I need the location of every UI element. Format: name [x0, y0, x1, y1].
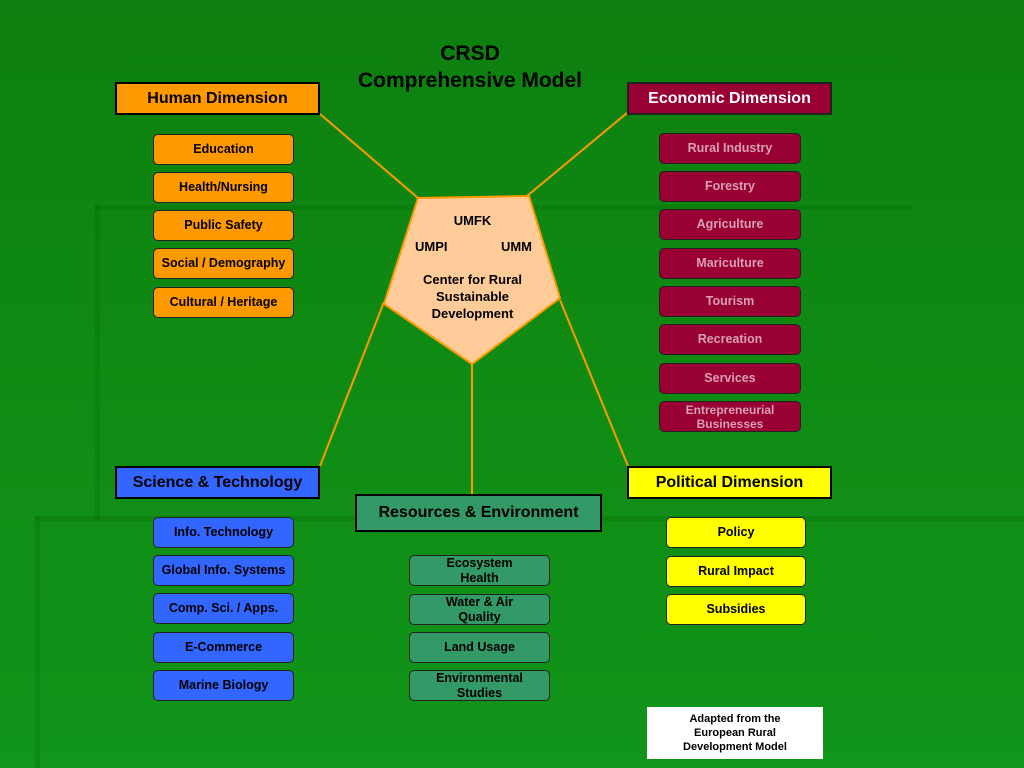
resources-item-water-air-quality: Water & Air Quality [409, 594, 550, 625]
economic-item-agriculture: Agriculture [659, 209, 801, 240]
resources-environment-header: Resources & Environment [355, 494, 602, 532]
science-technology-header: Science & Technology [115, 466, 320, 499]
center-umpi: UMPI [415, 239, 448, 254]
human-item-social-demography: Social / Demography [153, 248, 294, 279]
economic-dimension-header: Economic Dimension [627, 82, 832, 115]
human-dimension-header: Human Dimension [115, 82, 320, 115]
political-item-rural-impact: Rural Impact [666, 556, 806, 587]
science-item-e-commerce: E-Commerce [153, 632, 294, 663]
center-line-1: Center for Rural [423, 272, 522, 287]
political-dimension-header: Political Dimension [627, 466, 832, 499]
science-item-comp-sci-apps: Comp. Sci. / Apps. [153, 593, 294, 624]
center-pentagon [382, 194, 562, 366]
resources-item-land-usage: Land Usage [409, 632, 550, 663]
human-item-education: Education [153, 134, 294, 165]
source-note-text: Adapted from the European Rural Developm… [683, 713, 787, 753]
diagram-title: CRSD Comprehensive Model [330, 40, 610, 94]
science-item-global-info-systems: Global Info. Systems [153, 555, 294, 586]
economic-item-recreation: Recreation [659, 324, 801, 355]
human-item-public-safety: Public Safety [153, 210, 294, 241]
economic-item-entrepreneurial-businesses: Entrepreneurial Businesses [659, 401, 801, 432]
science-item-marine-biology: Marine Biology [153, 670, 294, 701]
connector-science [319, 301, 385, 467]
resources-item-ecosystem-health: Ecosystem Health [409, 555, 550, 586]
human-item-cultural-heritage: Cultural / Heritage [153, 287, 294, 318]
connector-human [319, 113, 419, 199]
connector-political [559, 299, 629, 467]
economic-item-mariculture: Mariculture [659, 248, 801, 279]
science-item-info-technology: Info. Technology [153, 517, 294, 548]
background-band-left2 [35, 516, 40, 768]
political-item-subsidies: Subsidies [666, 594, 806, 625]
economic-item-rural-industry: Rural Industry [659, 133, 801, 164]
center-umm: UMM [500, 239, 532, 254]
human-item-health-nursing: Health/Nursing [153, 172, 294, 203]
economic-item-tourism: Tourism [659, 286, 801, 317]
background-band-left [95, 205, 100, 520]
economic-item-forestry: Forestry [659, 171, 801, 202]
resources-item-environmental-studies: Environmental Studies [409, 670, 550, 701]
source-note: Adapted from the European Rural Developm… [647, 707, 823, 759]
center-line-2: Sustainable [436, 289, 509, 304]
connector-economic [526, 112, 628, 197]
center-line-3: Development [431, 306, 514, 321]
economic-item-services: Services [659, 363, 801, 394]
title-line-2: Comprehensive Model [357, 69, 583, 92]
center-text: UMFK UMPI UMM Center for Rural Sustainab… [395, 212, 550, 322]
center-umfk: UMFK [453, 213, 492, 228]
political-item-policy: Policy [666, 517, 806, 548]
title-line-1: CRSD [440, 42, 500, 65]
